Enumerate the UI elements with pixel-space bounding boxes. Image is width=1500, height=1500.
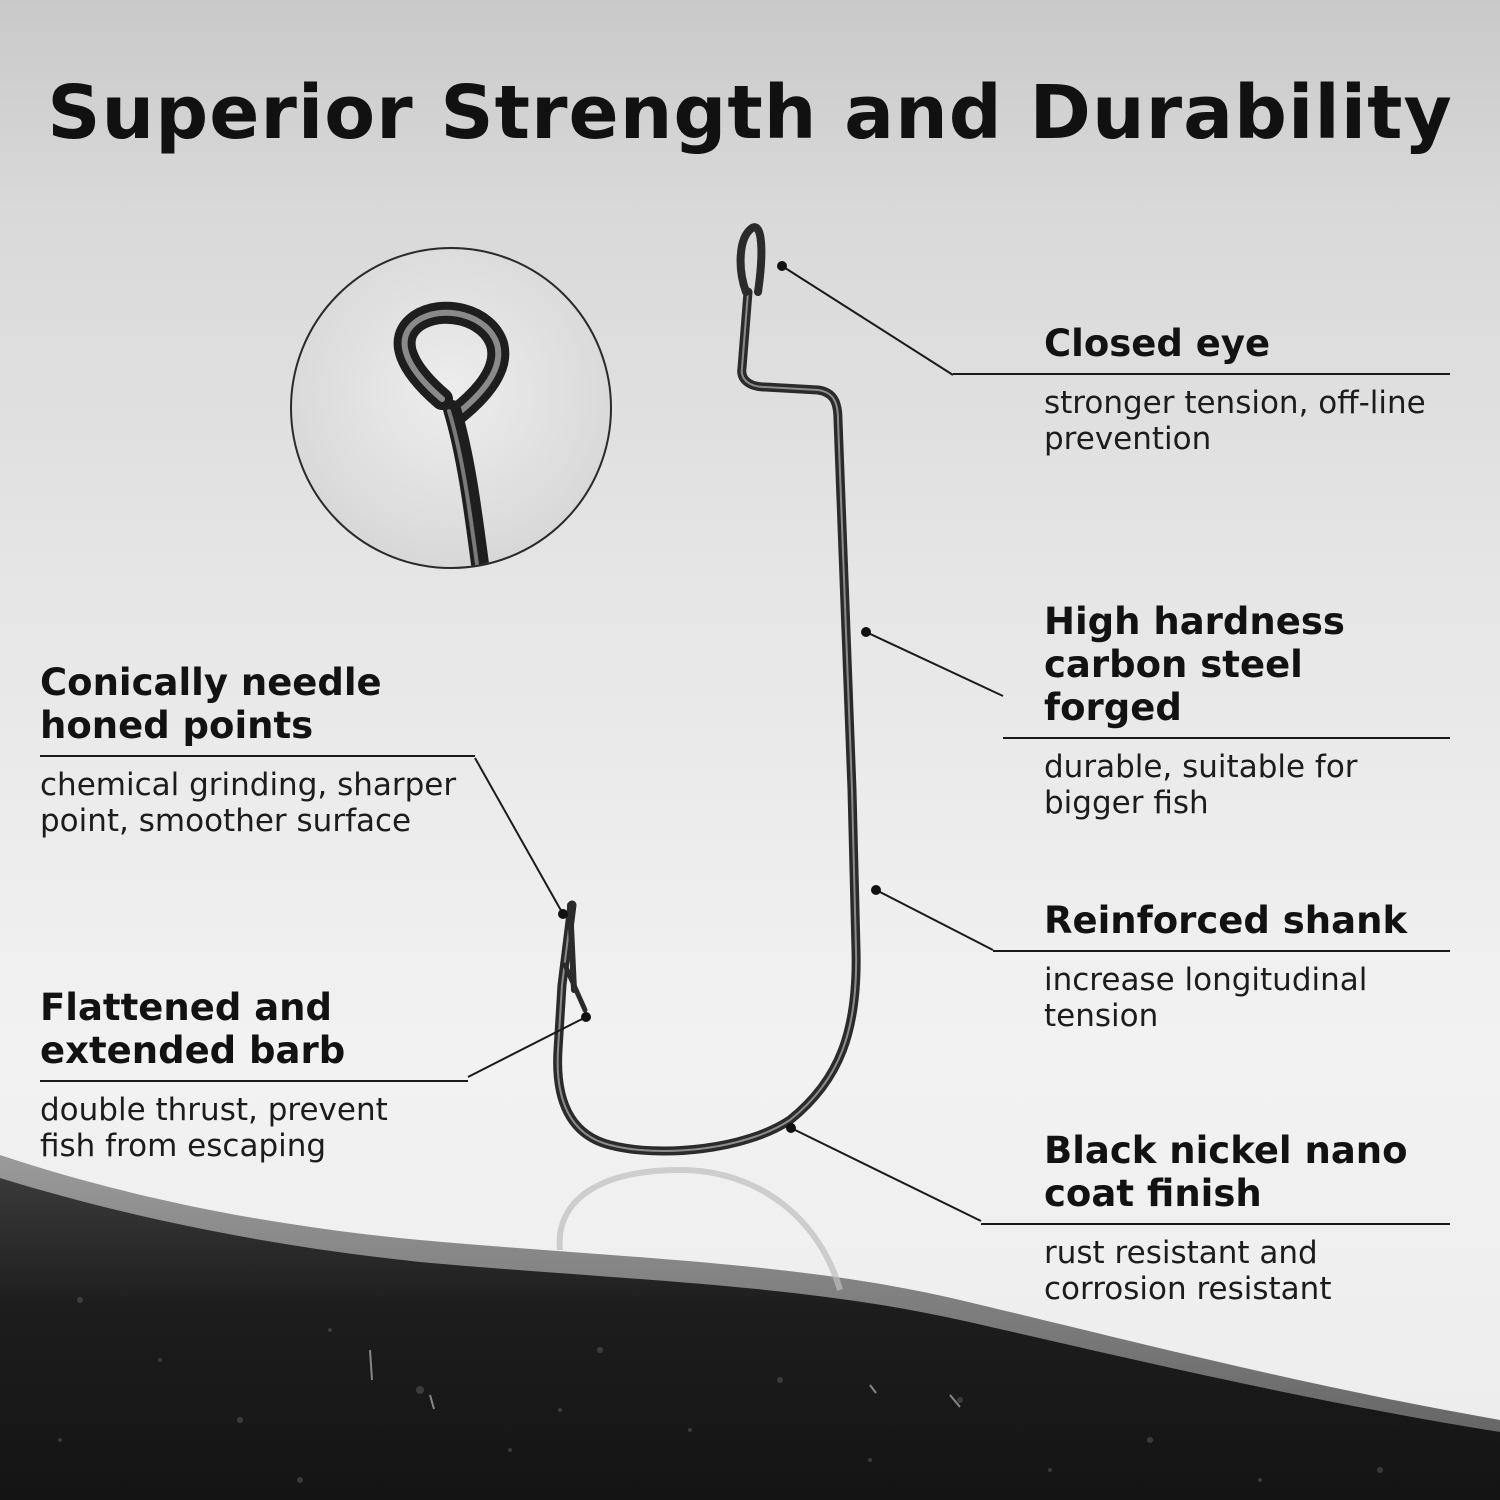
page-title: Superior Strength and Durability	[47, 70, 1453, 156]
divider	[40, 755, 475, 757]
closed-eye-marker-dot	[777, 261, 787, 271]
needle-point-marker-dot	[558, 909, 568, 919]
feature-heading: Closed eye	[1044, 322, 1271, 365]
reinforced-shank-marker-dot	[871, 885, 881, 895]
feature-closed-eye: Closed eye stronger tension, off-line pr…	[953, 322, 1450, 457]
feature-flattened-barb: Flattened and extended barb double thrus…	[40, 986, 468, 1164]
divider	[40, 1080, 468, 1082]
divider	[981, 1223, 1450, 1225]
divider	[1003, 737, 1450, 739]
feature-description: double thrust, prevent fish from escapin…	[40, 1092, 388, 1164]
feature-heading: Conically needle honed points	[40, 661, 382, 747]
feature-heading: High hardness carbon steel forged	[1044, 600, 1345, 729]
feature-black-nickel: Black nickel nano coat finish rust resis…	[981, 1129, 1450, 1307]
divider	[953, 373, 1450, 375]
high-hardness-marker-dot	[861, 627, 871, 637]
black-nickel-marker-dot	[786, 1123, 796, 1133]
eye-closeup-circle	[290, 247, 612, 569]
feature-high-hardness: High hardness carbon steel forged durabl…	[1003, 600, 1450, 821]
feature-reinforced-shank: Reinforced shank increase longitudinal t…	[993, 899, 1450, 1034]
feature-heading: Flattened and extended barb	[40, 986, 346, 1072]
feature-description: stronger tension, off-line prevention	[1044, 385, 1426, 457]
barb-marker-dot	[581, 1012, 591, 1022]
divider	[993, 950, 1450, 952]
feature-description: increase longitudinal tension	[1044, 962, 1368, 1034]
closed-eye-closeup-icon	[393, 301, 510, 567]
feature-description: rust resistant and corrosion resistant	[1044, 1235, 1332, 1307]
feature-conically-needle: Conically needle honed points chemical g…	[40, 661, 475, 839]
feature-description: durable, suitable for bigger fish	[1044, 749, 1358, 821]
feature-heading: Black nickel nano coat finish	[1044, 1129, 1408, 1215]
feature-description: chemical grinding, sharper point, smooth…	[40, 767, 457, 839]
feature-heading: Reinforced shank	[1044, 899, 1408, 942]
